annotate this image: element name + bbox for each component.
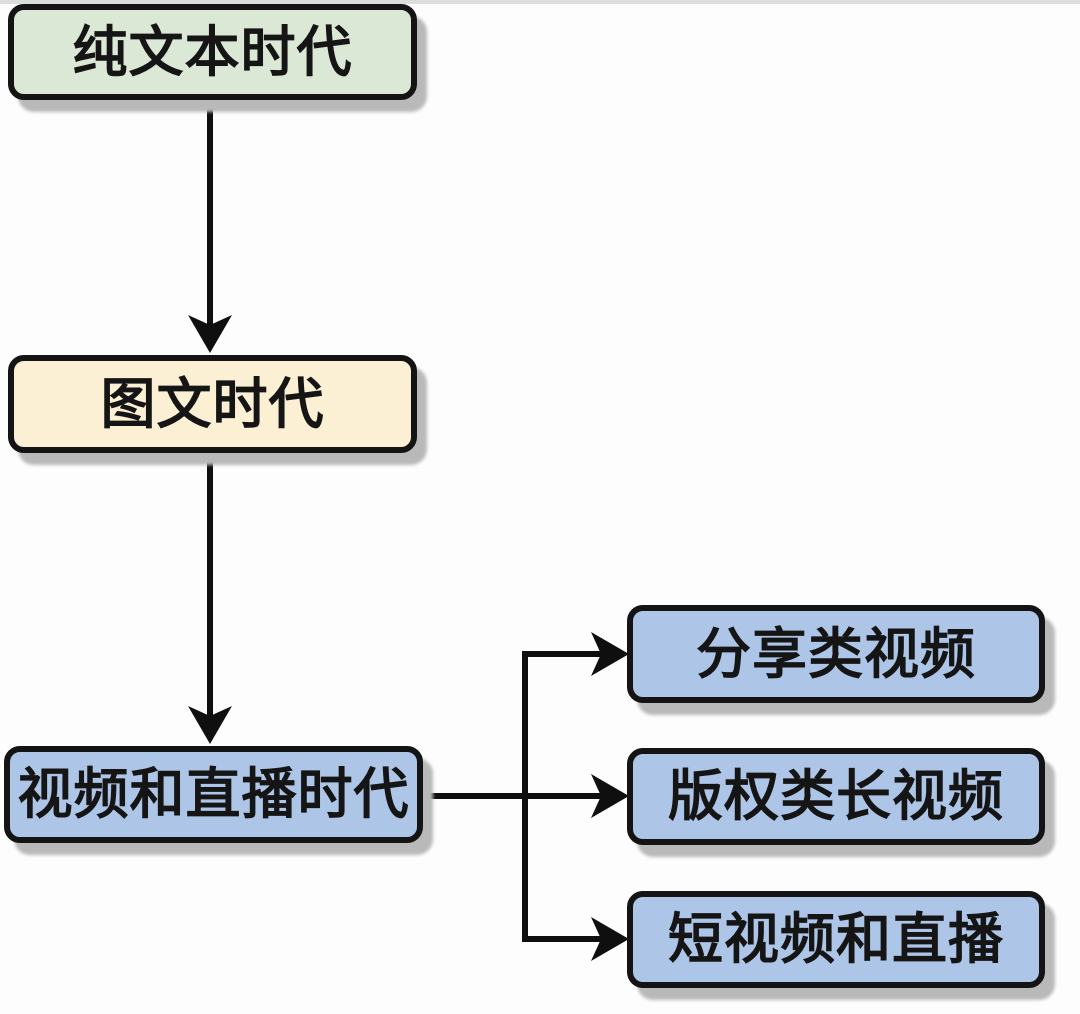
top-edge-strip xyxy=(0,0,1080,4)
node-video-sharing-label: 分享类视频 xyxy=(695,621,976,686)
node-era-plain-text-label: 纯文本时代 xyxy=(72,19,353,84)
node-video-short-live-label: 短视频和直播 xyxy=(667,907,1004,971)
node-video-copyright-long: 版权类长视频 xyxy=(627,748,1045,845)
edge-to-sharing-arrowhead-icon xyxy=(591,632,629,676)
node-era-video-live-label: 视频和直播时代 xyxy=(17,762,410,826)
edge-plain-to-image-arrowhead-icon xyxy=(188,315,232,353)
edge-to-copyright-arrowhead-icon xyxy=(591,774,629,818)
node-era-video-live: 视频和直播时代 xyxy=(4,746,423,843)
edge-to-shortlive-arrowhead-icon xyxy=(591,917,629,961)
node-video-copyright-long-label: 版权类长视频 xyxy=(667,764,1004,828)
node-era-image-text-label: 图文时代 xyxy=(100,371,325,436)
node-era-image-text: 图文时代 xyxy=(8,355,417,453)
node-era-plain-text: 纯文本时代 xyxy=(8,4,417,100)
node-video-short-live: 短视频和直播 xyxy=(627,891,1045,988)
node-video-sharing: 分享类视频 xyxy=(627,605,1045,703)
edge-image-to-video-arrowhead-icon xyxy=(188,706,232,744)
